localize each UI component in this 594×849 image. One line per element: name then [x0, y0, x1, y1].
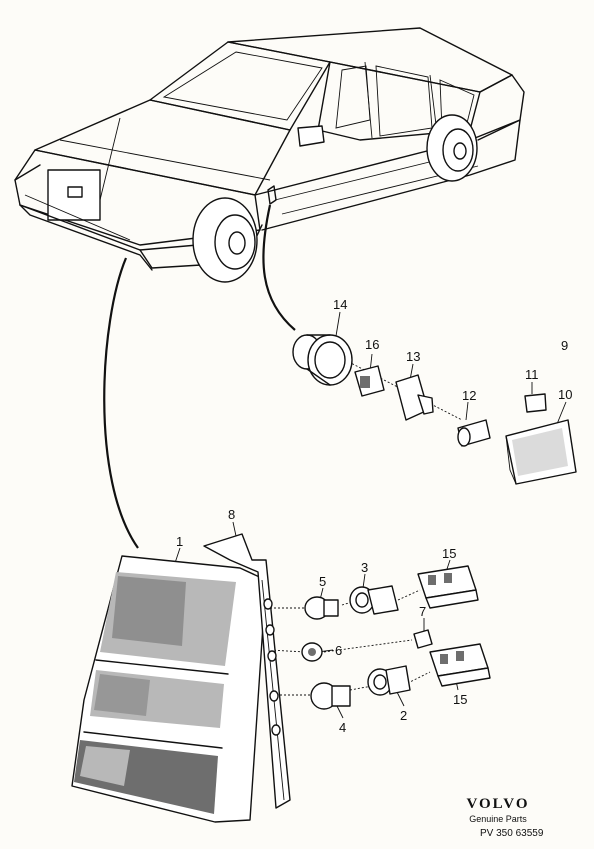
lamp-housing-holes: [263, 598, 281, 736]
callout-8: 8: [228, 507, 235, 522]
part-14-grommet: [292, 334, 353, 386]
part-7-bulb: [413, 629, 433, 649]
callout-14: 14: [333, 297, 347, 312]
part-15-connector-lower: [429, 643, 491, 687]
callout-12: 12: [462, 388, 476, 403]
part-3-socket: [349, 585, 399, 615]
callout-5: 5: [319, 574, 326, 589]
part-10-side-marker-lens: [505, 419, 577, 485]
part-15-connector-upper: [417, 565, 479, 609]
reference-code: PV 350 63559: [480, 828, 544, 839]
callout-10: 10: [558, 387, 572, 402]
callout-labels: 14 16 13 9 11 12 10 8 1 3 15 5 7 6 4 2 1…: [176, 297, 572, 735]
leader-lines: [103, 204, 567, 719]
volvo-genuine-parts-logo: VOLVO Genuine Parts: [438, 796, 558, 824]
callout-1: 1: [176, 534, 183, 549]
callout-3: 3: [361, 560, 368, 575]
brand-logo-text: VOLVO: [466, 796, 530, 812]
callout-9: 9: [561, 338, 568, 353]
callout-11: 11: [525, 367, 539, 382]
rear-wheel: [426, 114, 478, 182]
car-illustration: [14, 27, 525, 283]
tail-lamp-assembly: [71, 533, 491, 823]
part-16-socket: [354, 365, 385, 397]
part-11-clip: [524, 393, 547, 413]
side-mirror: [297, 125, 325, 147]
part-12-bulb: [457, 419, 491, 447]
callout-2: 2: [400, 708, 407, 723]
callout-4: 4: [339, 720, 346, 735]
part-6-socket: [301, 642, 323, 662]
callout-7: 7: [419, 604, 426, 619]
part-4-bulb: [310, 682, 351, 710]
part-13-bulb-holder: [395, 374, 434, 421]
part-2-socket: [367, 665, 411, 696]
side-marker-assembly: [292, 334, 577, 485]
callout-6: 6: [335, 643, 342, 658]
front-wheel: [192, 197, 258, 283]
part-1-tail-lamp-lens: [71, 555, 267, 823]
callout-13: 13: [406, 349, 420, 364]
callout-15-lower: 15: [453, 692, 467, 707]
callout-16: 16: [365, 337, 379, 352]
brand-tagline: Genuine Parts: [469, 814, 527, 824]
callout-15-upper: 15: [442, 546, 456, 561]
volvo-badge: [67, 186, 83, 198]
part-5-bulb: [304, 596, 339, 620]
